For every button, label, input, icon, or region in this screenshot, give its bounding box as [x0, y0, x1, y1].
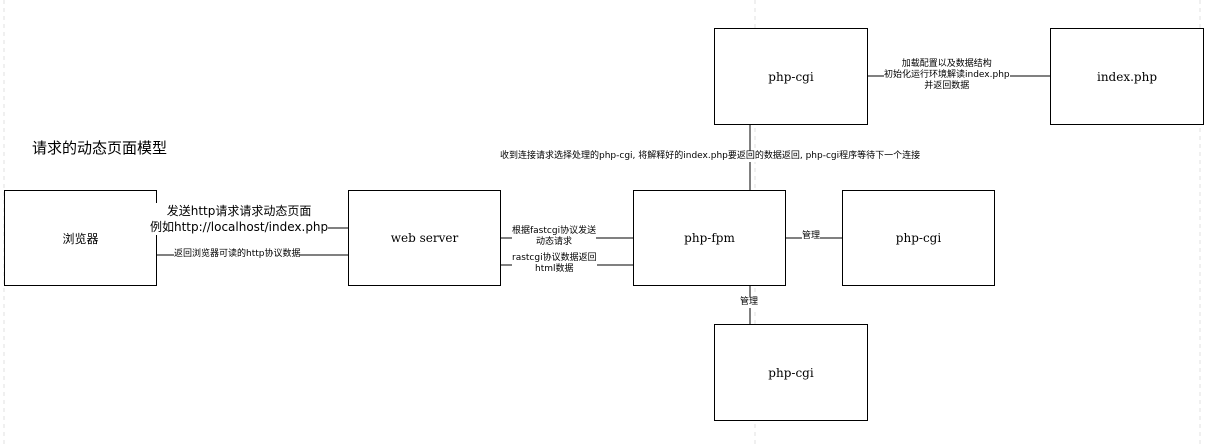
label-response: 返回浏览器可读的http协议数据 — [174, 249, 301, 260]
label-manage-right: 管理 — [802, 231, 821, 242]
label-request-line2: 例如http://localhost/index.php — [150, 220, 329, 234]
label-fastcgi-send-line2: 动态请求 — [536, 237, 573, 247]
diagram-title: 请求的动态页面模型 — [32, 139, 168, 157]
label-load-config-line2: 初始化运行环境解读index.php — [884, 70, 1010, 80]
label-fastcgi-return-line2: html数据 — [535, 264, 574, 274]
node-web-server: web server — [348, 190, 501, 286]
label-fastcgi-return-line1: rastcgi协议数据返回 — [512, 253, 597, 263]
label-request-line1: 发送http请求请求动态页面 — [166, 204, 312, 218]
node-php-fpm: php-fpm — [633, 190, 786, 286]
label-fastcgi-send-line1: 根据fastcgi协议发送 — [512, 226, 597, 236]
node-php-cgi-bottom: php-cgi — [714, 324, 868, 421]
label-fastcgi-send: 根据fastcgi协议发送 动态请求 — [512, 226, 597, 248]
label-load-config-line1: 加载配置以及数据结构 — [901, 59, 992, 69]
node-index-php: index.php — [1050, 28, 1204, 125]
node-php-cgi-top: php-cgi — [714, 28, 868, 125]
label-fastcgi-return: rastcgi协议数据返回 html数据 — [512, 253, 597, 275]
label-request: 发送http请求请求动态页面 例如http://localhost/index.… — [150, 203, 329, 235]
label-connection-flow: 收到连接请求选择处理的php-cgi, 将解释好的index.php要返回的数据… — [500, 151, 921, 162]
node-php-cgi-right: php-cgi — [842, 190, 995, 286]
node-browser: 浏览器 — [4, 190, 157, 286]
label-manage-bottom: 管理 — [740, 297, 759, 308]
label-load-config-line3: 并返回数据 — [924, 81, 970, 91]
label-load-config: 加载配置以及数据结构 初始化运行环境解读index.php 并返回数据 — [884, 59, 1010, 92]
